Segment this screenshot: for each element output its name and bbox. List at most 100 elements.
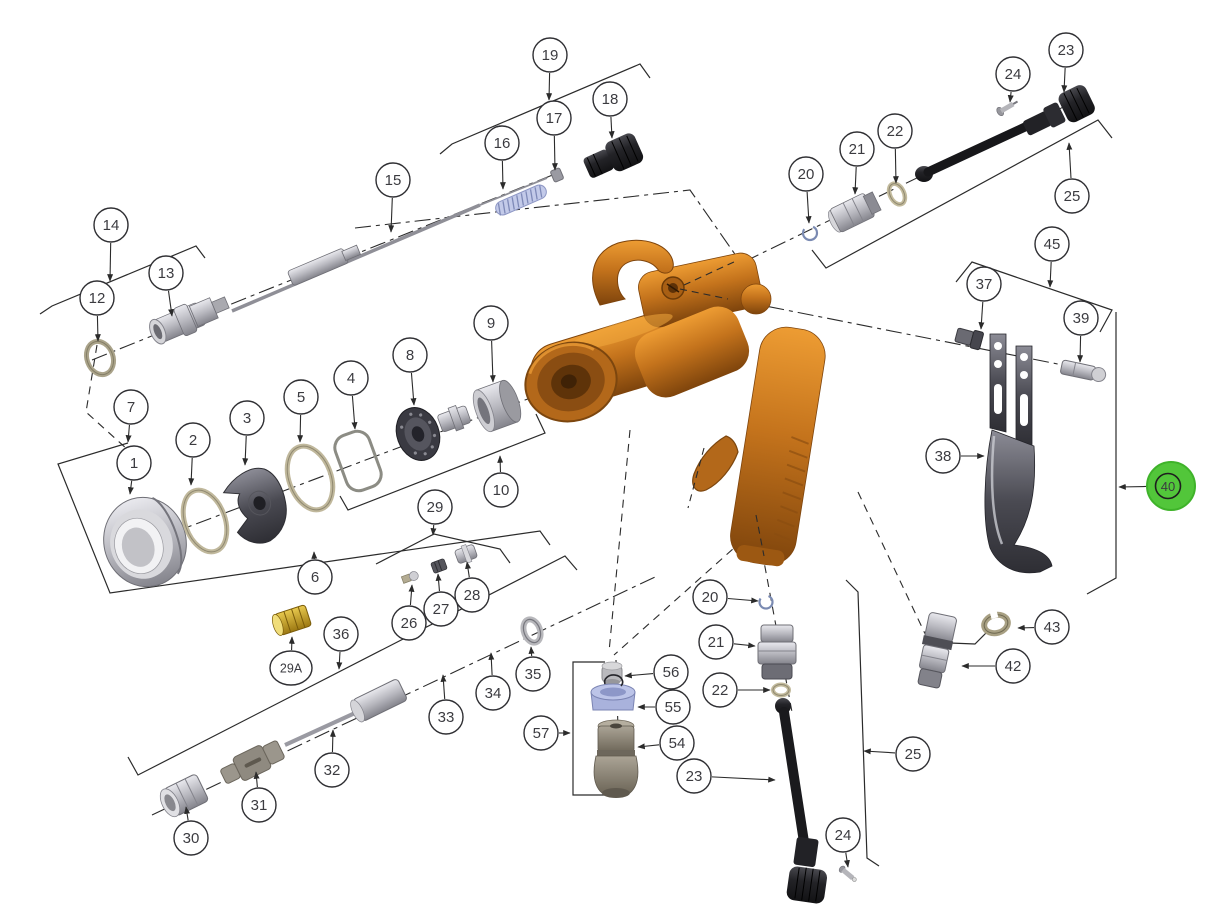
- balloon-20[interactable]: 20: [788, 156, 824, 192]
- balloon-7[interactable]: 7: [113, 389, 149, 425]
- balloon-29a[interactable]: 29A: [269, 650, 313, 686]
- balloon-22[interactable]: 22: [877, 113, 913, 149]
- balloon-24[interactable]: 24: [995, 56, 1031, 92]
- leader-14: [107, 242, 114, 282]
- balloon-28[interactable]: 28: [454, 577, 490, 613]
- balloon-label-20: 20: [798, 166, 815, 183]
- balloon-40-highlighted[interactable]: 40: [1146, 461, 1196, 511]
- leader-56: [624, 672, 654, 679]
- part-16-spring: [495, 184, 547, 216]
- balloon-label-35: 35: [525, 666, 542, 683]
- balloon-label-5: 5: [297, 389, 305, 406]
- balloon-label-1: 1: [130, 455, 138, 472]
- balloon-14[interactable]: 14: [93, 207, 129, 243]
- balloon-17[interactable]: 17: [536, 100, 572, 136]
- balloon-29[interactable]: 29: [417, 489, 453, 525]
- leader-23-2: [711, 776, 776, 783]
- centerline-bottle-axis-a: [608, 429, 631, 653]
- balloon-label-3: 3: [243, 410, 251, 427]
- balloon-label-40: 40: [1161, 479, 1175, 494]
- leader-40: [1118, 483, 1147, 490]
- balloon-label-24: 24: [1005, 66, 1022, 83]
- balloon-5[interactable]: 5: [283, 379, 319, 415]
- part-55-ring-nut: [590, 674, 636, 711]
- balloon-43[interactable]: 43: [1034, 609, 1070, 645]
- balloon-24-2[interactable]: 24: [825, 817, 861, 853]
- part-21bot-valve: [757, 624, 797, 680]
- balloon-9[interactable]: 9: [473, 305, 509, 341]
- part-27-valve-stem: [430, 558, 448, 574]
- balloon-36[interactable]: 36: [323, 616, 359, 652]
- balloon-13[interactable]: 13: [148, 255, 184, 291]
- bracket-group-57: [572, 661, 605, 796]
- balloon-label-15: 15: [385, 172, 402, 189]
- bracket-group-25-top: [811, 119, 1113, 269]
- balloon-34[interactable]: 34: [475, 675, 511, 711]
- balloon-label-29: 29: [427, 499, 444, 516]
- balloon-30[interactable]: 30: [173, 820, 209, 856]
- balloon-25[interactable]: 25: [1054, 178, 1090, 214]
- balloon-32[interactable]: 32: [314, 752, 350, 788]
- leader-27: [435, 573, 442, 592]
- leader-20-2: [727, 597, 759, 604]
- balloon-23-2[interactable]: 23: [676, 758, 712, 794]
- balloon-16[interactable]: 16: [484, 125, 520, 161]
- part-4-gasket: [333, 429, 383, 493]
- bracket-group-10: [339, 413, 546, 511]
- part-1-retaining-ring: [103, 496, 187, 588]
- balloon-3[interactable]: 3: [229, 400, 265, 436]
- balloon-54[interactable]: 54: [659, 725, 695, 761]
- balloon-39[interactable]: 39: [1063, 300, 1099, 336]
- bracket-group-29: [375, 533, 511, 565]
- part-28-valve-nut: [454, 544, 478, 564]
- part-22top-washer: [886, 181, 908, 207]
- part-21top-valve: [828, 191, 882, 233]
- balloon-33[interactable]: 33: [428, 699, 464, 735]
- balloon-10[interactable]: 10: [483, 472, 519, 508]
- balloon-21[interactable]: 21: [839, 131, 875, 167]
- balloon-31[interactable]: 31: [241, 787, 277, 823]
- part-18-knob-black: [583, 133, 644, 178]
- balloon-label-4: 4: [347, 370, 355, 387]
- balloon-21-2[interactable]: 21: [698, 624, 734, 660]
- balloon-label-39: 39: [1073, 310, 1090, 327]
- balloon-1[interactable]: 1: [116, 445, 152, 481]
- balloon-6[interactable]: 6: [297, 559, 333, 595]
- leader-5: [297, 414, 304, 443]
- part-5-oring-large: [284, 443, 336, 513]
- balloon-55[interactable]: 55: [655, 689, 691, 725]
- balloon-27[interactable]: 27: [423, 591, 459, 627]
- balloon-25-2[interactable]: 25: [895, 736, 931, 772]
- balloon-38[interactable]: 38: [925, 438, 961, 474]
- balloon-20-2[interactable]: 20: [692, 579, 728, 615]
- balloon-2[interactable]: 2: [175, 422, 211, 458]
- leader-25-2: [863, 748, 896, 755]
- balloon-19[interactable]: 19: [532, 37, 568, 73]
- centerline-fitting-axis: [857, 491, 929, 641]
- leader-20: [805, 191, 812, 224]
- balloon-42[interactable]: 42: [995, 648, 1031, 684]
- balloon-label-7: 7: [127, 399, 135, 416]
- balloon-12[interactable]: 12: [79, 280, 115, 316]
- balloon-56[interactable]: 56: [653, 654, 689, 690]
- balloon-37[interactable]: 37: [966, 266, 1002, 302]
- balloon-26[interactable]: 26: [391, 605, 427, 641]
- balloon-35[interactable]: 35: [515, 656, 551, 692]
- balloon-15[interactable]: 15: [375, 162, 411, 198]
- leader-28: [465, 561, 471, 578]
- balloon-57[interactable]: 57: [523, 715, 559, 751]
- leader-21: [852, 166, 859, 195]
- part-2-oring: [180, 487, 230, 555]
- leader-25: [1066, 142, 1073, 179]
- balloon-4[interactable]: 4: [333, 360, 369, 396]
- leader-16: [499, 160, 506, 190]
- part-13-packing-nut: [149, 296, 230, 345]
- balloon-45[interactable]: 45: [1034, 226, 1070, 262]
- part-20bot-clip: [758, 594, 774, 610]
- balloon-23[interactable]: 23: [1048, 32, 1084, 68]
- balloon-22-2[interactable]: 22: [702, 672, 738, 708]
- balloon-label-24-2: 24: [835, 827, 852, 844]
- balloon-8[interactable]: 8: [392, 337, 428, 373]
- balloon-18[interactable]: 18: [592, 81, 628, 117]
- balloon-label-27: 27: [433, 601, 450, 618]
